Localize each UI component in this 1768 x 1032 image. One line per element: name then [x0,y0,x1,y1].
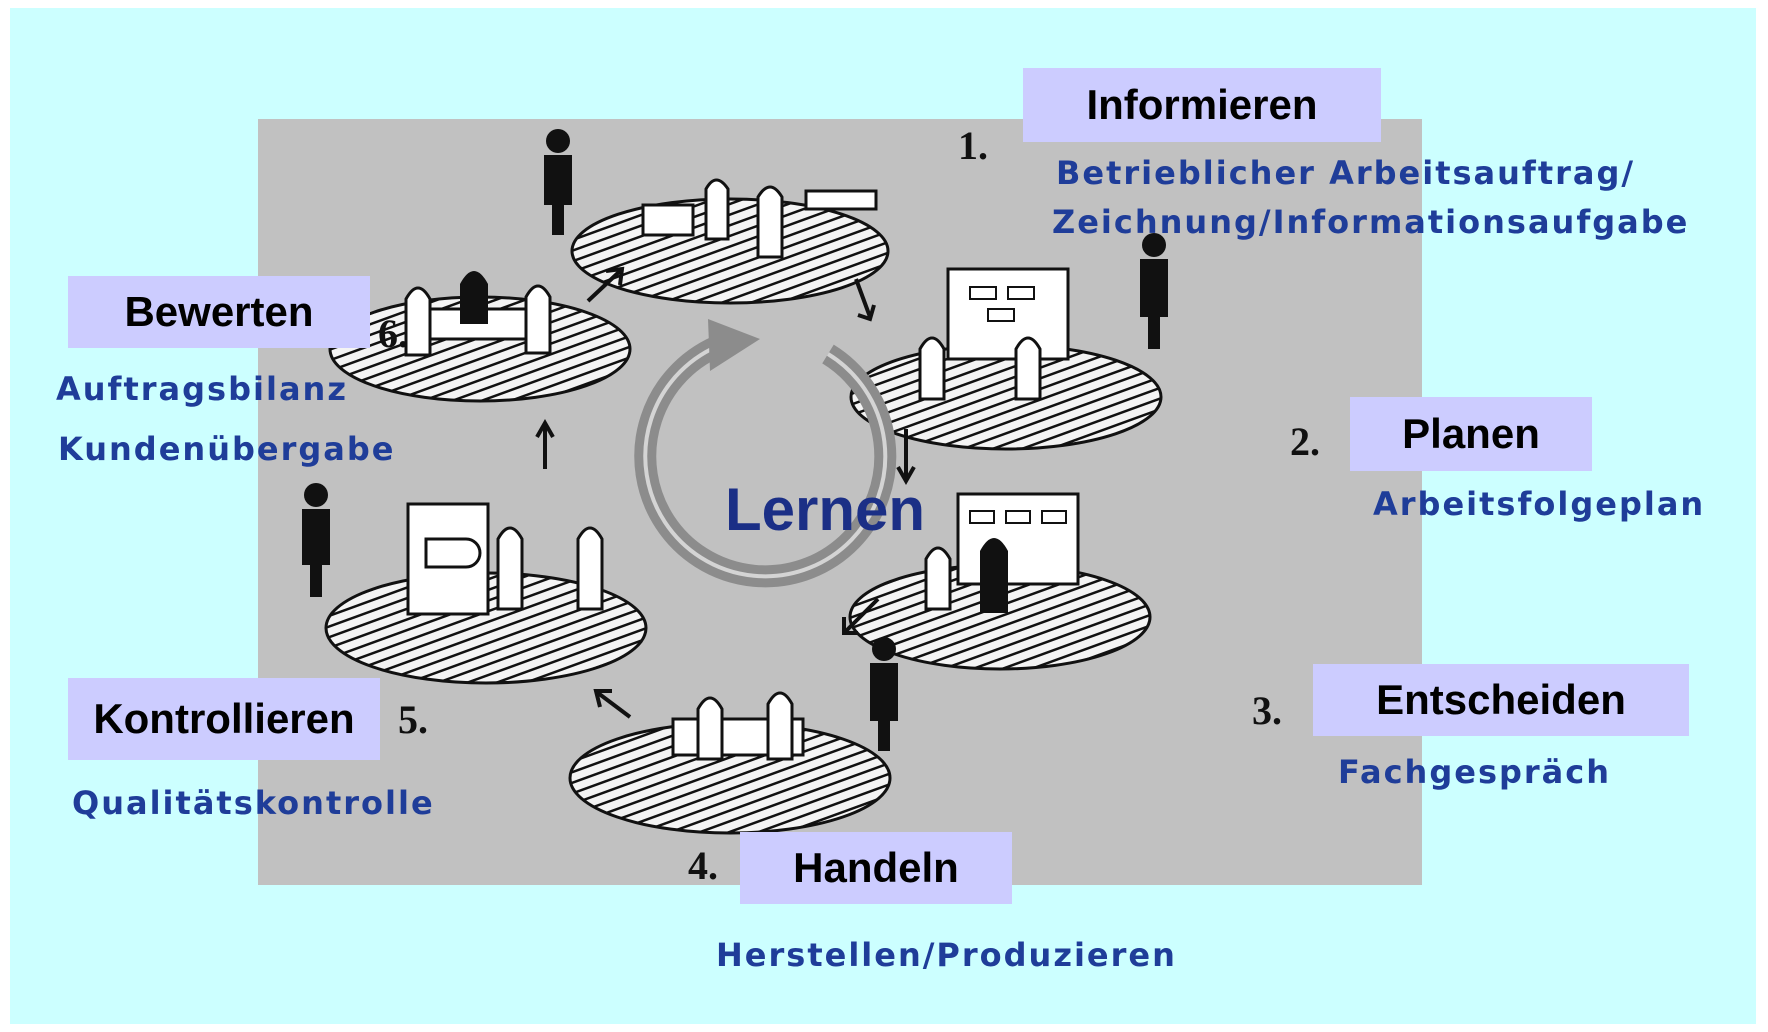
step-1-description-2: Zeichnung/Informationsaufgabe [1052,203,1690,241]
station-platform-4-handeln [568,691,892,835]
step-6-number: 6. [378,311,408,356]
step-2-description: Arbeitsfolgeplan [1373,485,1706,523]
step-4-title-box: Handeln [740,832,1012,904]
step-1-title-box: Informieren [1023,68,1381,142]
step-2-number: 2. [1290,419,1320,464]
station-platform-2-planen [849,267,1163,451]
step-6-description-2: Kundenübergabe [58,430,396,468]
station-platform-5-kontrollieren [324,502,648,685]
cycle-arrows [535,266,916,719]
step-4-title: Handeln [793,844,959,891]
cycle-illustration [302,129,1168,835]
step-2-title-box: Planen [1350,397,1592,471]
station-platform-6-bewerten [328,271,632,403]
learning-cycle-ring [634,319,897,588]
step-3-title: Entscheiden [1376,676,1626,723]
step-5-description: Qualitätskontrolle [72,784,435,822]
step-6-title: Bewerten [124,288,314,335]
center-label-lernen: Lernen [724,476,926,543]
step-1-number: 1. [958,123,988,168]
step-3-description: Fachgespräch [1338,753,1612,791]
step-4-number: 4. [688,843,718,888]
step-6-description-1: Auftragsbilanz [56,370,348,408]
station-platform-3-entscheiden [848,492,1152,671]
observer-silhouettes [302,129,1168,751]
step-1-title: Informieren [1086,81,1318,128]
step-6-title-box: Bewerten [68,276,370,348]
step-5-title-box: Kontrollieren [68,678,380,760]
step-3-number: 3. [1252,688,1282,733]
step-3-title-box: Entscheiden [1313,664,1689,736]
step-5-title: Kontrollieren [93,695,355,742]
station-platform-1-informieren [570,178,890,305]
step-5-number: 5. [398,697,428,742]
step-1-description-1: Betrieblicher Arbeitsauftrag/ [1056,154,1636,192]
illustration-panel [258,119,1422,885]
step-4-description: Herstellen/Produzieren [716,936,1177,974]
step-2-title: Planen [1402,410,1540,457]
